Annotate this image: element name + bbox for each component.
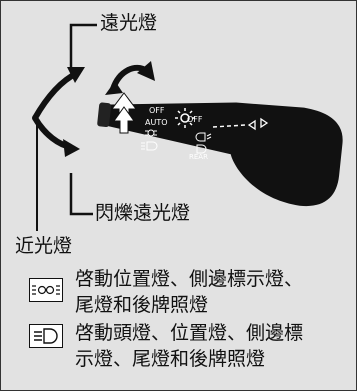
leader-flash-to-pass bbox=[69, 173, 93, 216]
marking-headlight-icon bbox=[141, 141, 158, 151]
marking-parking-icon bbox=[145, 129, 157, 137]
marking-front-fog-icon bbox=[195, 132, 212, 142]
lever-stalk bbox=[97, 102, 343, 207]
marking-auto: AUTO bbox=[145, 118, 168, 127]
fog-double-arrow bbox=[247, 117, 269, 131]
lever-up-arrows bbox=[111, 92, 137, 134]
low-beam-label: 近光燈 bbox=[15, 235, 73, 257]
auto-light-sun-icon bbox=[175, 108, 195, 128]
marking-rear: REAR bbox=[189, 153, 208, 161]
marking-off-left: OFF bbox=[149, 106, 165, 115]
fog-dashed-line bbox=[212, 124, 246, 128]
legend-text-parking: 啓動位置燈、側邊標示燈、 尾燈和後牌照燈 bbox=[75, 268, 304, 316]
high-low-curved-arrow bbox=[32, 70, 79, 120]
marking-off-right: OFF bbox=[187, 115, 203, 124]
leader-high-beam bbox=[69, 23, 97, 69]
high-beam-label: 遠光燈 bbox=[100, 12, 158, 34]
marking-rear-fog-icon bbox=[196, 144, 207, 154]
headlight-icon bbox=[29, 324, 63, 348]
flash-to-pass-label: 閃爍遠光燈 bbox=[95, 202, 191, 224]
parking-lights-icon bbox=[29, 278, 63, 302]
legend-text-headlights: 啓動頭燈、位置燈、側邊標 示燈、尾燈和後牌照燈 bbox=[75, 322, 304, 370]
